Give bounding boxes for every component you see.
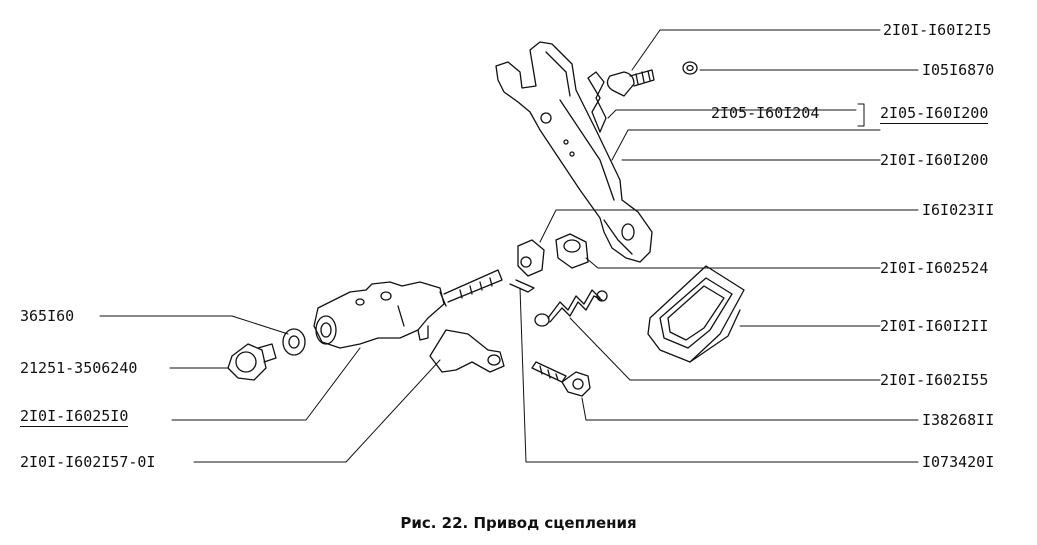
pedal-pad [647,265,745,363]
label-bushing-right: 2I0I-I602524 [880,259,989,277]
label-washer: 365I60 [20,307,75,325]
label-pin: I073420I [922,453,995,471]
clutch-pedal [495,41,653,263]
bushing-left [517,239,545,277]
label-banjo-bolt: 21251-3506240 [20,359,138,377]
leader-lines [99,29,919,463]
nut-small [682,61,698,75]
label-pedal-stop-bolt: 2I0I-I60I2I5 [883,21,992,39]
banjo-bolt [227,343,277,381]
label-bolt: I38268II [922,411,995,429]
label-master-cylinder: 2I0I-I6025I0 [20,407,129,427]
label-pedal: 2I0I-I60I200 [880,151,989,169]
label-return-spring: 2I0I-I602I55 [880,371,989,389]
return-spring [534,289,608,327]
label-pedal-pad: 2I0I-I60I2II [880,317,989,335]
figure-caption: Рис. 22. Привод сцепления [400,514,637,532]
bracket [429,329,505,373]
pedal-spring-clip [587,71,607,133]
label-bushing-left: I6I023II [922,201,995,219]
washer [282,328,306,356]
pin [509,279,535,293]
label-bracket: 2I0I-I602I57-0I [20,453,156,471]
bolt [531,361,591,397]
stop-bolt [606,69,655,97]
label-nut: I05I6870 [922,61,995,79]
master-cylinder [313,269,503,349]
label-pedal-assembly: 2I05-I60I200 [880,104,989,124]
label-spring-clip: 2I05-I60I204 [711,104,820,122]
bushing-right [555,233,589,269]
